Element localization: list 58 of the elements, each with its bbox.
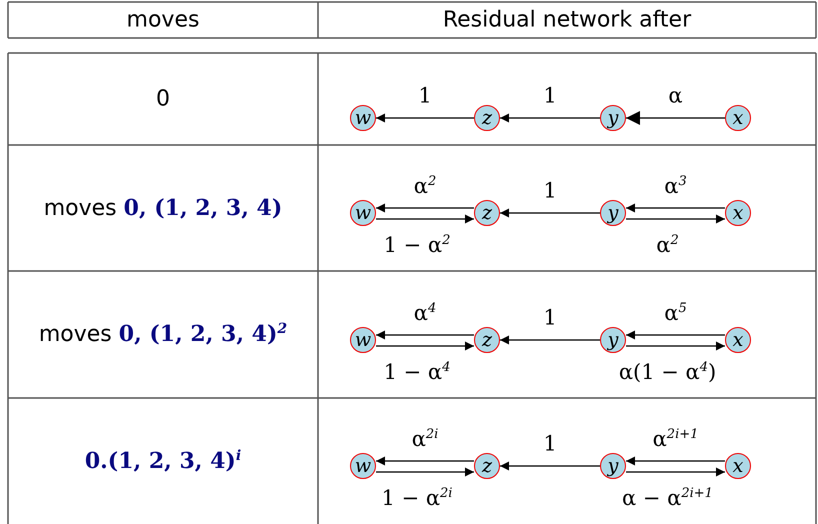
- arrow: [626, 342, 725, 350]
- row-label: moves 0, (1, 2, 3, 4): [44, 195, 282, 221]
- graph-node: w: [350, 453, 376, 479]
- arrow: [626, 214, 725, 224]
- column-header: moves: [126, 8, 200, 32]
- column-header: Residual network after: [442, 8, 692, 32]
- edge-label: α: [668, 86, 683, 106]
- arrow: [376, 456, 474, 466]
- edge-label: 1: [543, 180, 557, 202]
- edge-label: 1 − α$^{2}$: [384, 234, 450, 256]
- graph-node: y: [600, 105, 626, 131]
- edge-label: α$^{3}$: [664, 175, 687, 197]
- row-label: moves 0, (1, 2, 3, 4)$^{2}$: [38, 320, 288, 348]
- graph-node: z: [474, 453, 500, 479]
- graph-node: y: [600, 200, 626, 226]
- graph-node: w: [350, 327, 376, 353]
- arrow: [626, 330, 725, 340]
- edge-label: α$^{2i}$: [412, 428, 438, 450]
- edge-label: α(1 − α$^{4}$): [618, 361, 716, 383]
- graph-node: z: [474, 200, 500, 226]
- arrow: [500, 462, 600, 470]
- graph-node: z: [474, 327, 500, 353]
- row-label: 0: [156, 86, 170, 112]
- graph-node: x: [725, 453, 751, 479]
- arrow: [500, 336, 600, 344]
- graph-node: y: [600, 453, 626, 479]
- edge-label: α$^{5}$: [664, 302, 687, 324]
- edge-label: α$^{2}$: [656, 234, 679, 256]
- edge-label: α$^{4}$: [414, 302, 436, 324]
- edge-label: 1 − α$^{2i}$: [382, 487, 452, 509]
- arrow: [376, 114, 474, 122]
- edge-label: 1: [543, 308, 557, 328]
- graph-node: w: [350, 105, 376, 131]
- edge-label: α$^{2}$: [414, 175, 436, 197]
- arrow: [626, 204, 725, 212]
- arrow: [500, 208, 600, 218]
- edge-label: 1 − α$^{4}$: [384, 361, 450, 383]
- graph-node: x: [725, 327, 751, 353]
- arrow: [626, 468, 725, 476]
- edge-label: 1: [418, 86, 432, 106]
- arrow: [376, 204, 474, 212]
- edge-label: α − α$^{2i+1}$: [622, 487, 713, 509]
- graph-node: y: [600, 327, 626, 353]
- graph-node: w: [350, 200, 376, 226]
- arrow: [376, 214, 474, 224]
- arrow: [626, 456, 725, 466]
- edge-label: 1: [543, 434, 557, 454]
- graph-node: x: [725, 200, 751, 226]
- arrow: [376, 342, 474, 350]
- edge-label: α$^{2i+1}$: [652, 428, 698, 450]
- arrow: [500, 114, 600, 122]
- graph-node: z: [474, 105, 500, 131]
- arrow: [376, 468, 474, 476]
- graph-node: x: [725, 105, 751, 131]
- arrow: [376, 330, 474, 340]
- row-label: 0.(1, 2, 3, 4)$^{i}$: [84, 448, 242, 474]
- edge-label: 1: [543, 86, 557, 106]
- arrow: [626, 111, 725, 125]
